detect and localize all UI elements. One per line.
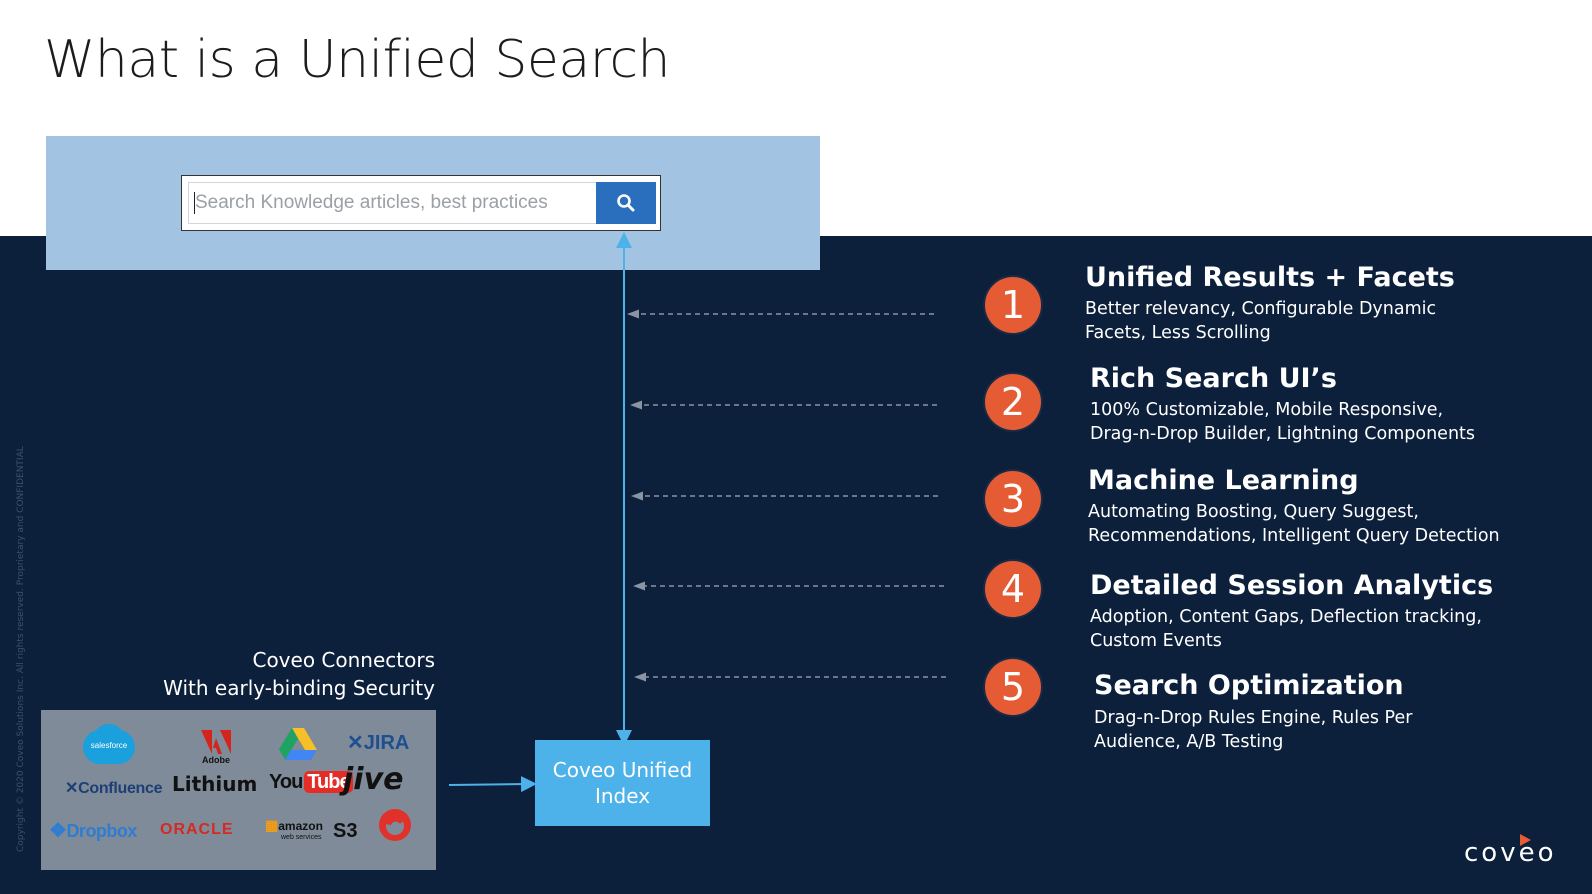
confluence-logo: ✕Confluence	[65, 778, 163, 798]
feature-5-line-2: Audience, A/B Testing	[1094, 732, 1284, 752]
jira-label: JIRA	[363, 732, 410, 754]
slide-title: What is a Unified Search	[44, 30, 671, 90]
amazon-sub-label: web services	[281, 834, 322, 841]
amazon-logo: ▦amazon web services	[265, 817, 323, 843]
adobe-label: Adobe	[202, 755, 230, 765]
salesforce-cloud-bump	[95, 724, 123, 746]
index-line-1: Coveo Unified	[552, 758, 693, 782]
connectors-label: Coveo Connectors With early-binding Secu…	[100, 646, 435, 702]
coveo-logo: coveo	[1464, 838, 1557, 868]
jira-icon: ✕	[347, 732, 364, 754]
feature-2-line-2: Drag-n-Drop Builder, Lightning Component…	[1090, 424, 1476, 444]
dropbox-logo: ❖Dropbox	[49, 818, 137, 843]
youtube-tube: Tube	[304, 771, 353, 793]
feature-2-title: Rich Search UI’s	[1090, 363, 1337, 394]
dropbox-icon: ❖	[49, 820, 67, 842]
dropbox-label: Dropbox	[66, 821, 137, 841]
connectors-label-line-2: With early-binding Security	[163, 676, 435, 700]
feature-3-badge: 3	[985, 471, 1041, 527]
connectors-label-line-1: Coveo Connectors	[252, 648, 435, 672]
jira-logo: ✕JIRA	[347, 730, 409, 755]
connector-logos: salesforce Adobe ✕JIRA ✕Confluence Lithi…	[41, 710, 436, 870]
feature-3-description: Automating Boosting, Query Suggest, Reco…	[1088, 500, 1508, 548]
feature-5-description: Drag-n-Drop Rules Engine, Rules Per Audi…	[1094, 706, 1514, 754]
text-caret	[194, 192, 195, 214]
feature-1-description: Better relevancy, Configurable Dynamic F…	[1085, 297, 1505, 345]
coveo-unified-index: Coveo Unified Index	[535, 740, 710, 826]
search-button[interactable]	[596, 182, 656, 224]
feature-2-badge: 2	[985, 374, 1041, 430]
feature-1-badge: 1	[985, 277, 1041, 333]
feature-5-title: Search Optimization	[1094, 670, 1404, 701]
sitecore-icon	[379, 809, 411, 841]
oracle-logo: ORACLE	[160, 821, 234, 838]
google-drive-icon	[279, 728, 317, 760]
feature-4-line-2: Custom Events	[1090, 631, 1222, 651]
amazon-label: amazon	[278, 819, 323, 833]
coveo-logo-mark	[1520, 834, 1531, 846]
feature-4-description: Adoption, Content Gaps, Deflection track…	[1090, 605, 1510, 653]
feature-4-title: Detailed Session Analytics	[1090, 570, 1494, 601]
confluence-label: Confluence	[78, 780, 163, 797]
feature-5-line-1: Drag-n-Drop Rules Engine, Rules Per	[1094, 708, 1413, 728]
search-input[interactable]	[188, 182, 596, 224]
s3-logo: S3	[333, 820, 358, 842]
index-line-2: Index	[594, 784, 651, 808]
youtube-you: You	[269, 771, 303, 793]
search-icon	[617, 194, 635, 212]
feature-3-title: Machine Learning	[1088, 465, 1359, 496]
feature-1-line-1: Better relevancy, Configurable Dynamic	[1085, 299, 1437, 319]
search-box	[181, 175, 661, 231]
jive-logo: jive	[343, 762, 404, 797]
connectors-to-index-arrow	[448, 776, 537, 793]
feature-1-title: Unified Results + Facets	[1085, 262, 1455, 293]
feature-1-line-2: Facets, Less Scrolling	[1085, 323, 1271, 343]
feature-5-badge: 5	[985, 659, 1041, 715]
feature-4-line-1: Adoption, Content Gaps, Deflection track…	[1090, 607, 1482, 627]
confluence-icon: ✕	[65, 780, 79, 797]
feature-2-line-1: 100% Customizable, Mobile Responsive,	[1090, 400, 1444, 420]
feature-3-line-2: Recommendations, Intelligent Query Detec…	[1088, 526, 1500, 546]
feature-3-line-1: Automating Boosting, Query Suggest,	[1088, 502, 1419, 522]
feature-2-description: 100% Customizable, Mobile Responsive, Dr…	[1090, 398, 1510, 446]
salesforce-label: salesforce	[90, 741, 128, 750]
adobe-icon	[201, 730, 231, 754]
lithium-logo: Lithium	[172, 772, 258, 796]
aws-icon: ▦	[265, 817, 279, 833]
feature-4-badge: 4	[985, 561, 1041, 617]
